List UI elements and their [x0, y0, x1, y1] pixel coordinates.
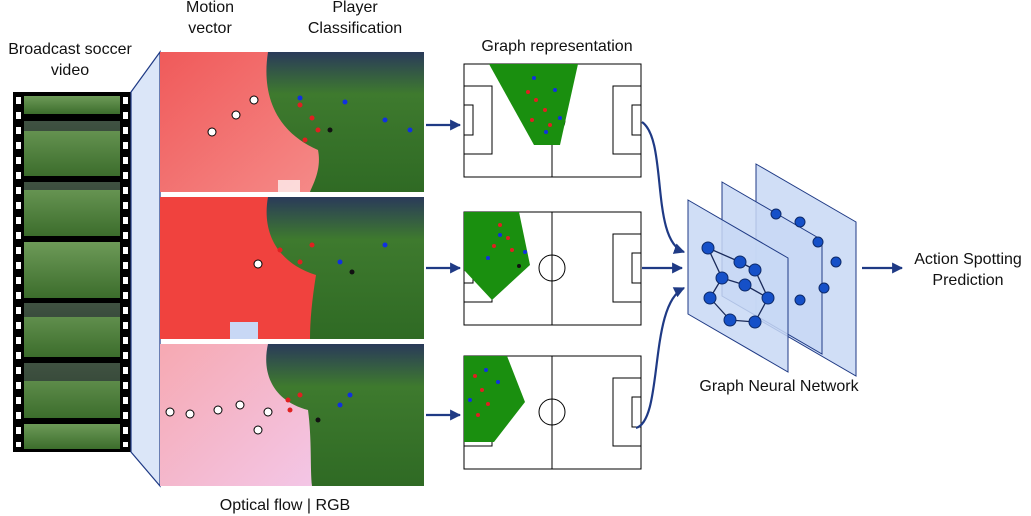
- zoom-connector: [130, 50, 161, 488]
- graph-representation-label: Graph representation: [481, 38, 633, 55]
- film-strip: [13, 92, 131, 452]
- player-classification-label: Player Classification: [307, 0, 403, 37]
- pitch-graph-3: [463, 355, 642, 470]
- motion-vector-label: Motion vector: [185, 0, 235, 37]
- gnn-stack: [687, 163, 857, 377]
- arrows: [426, 119, 904, 430]
- optical-flow-rgb-label: Optical flow | RGB: [219, 497, 351, 514]
- pitch-graph-2: [463, 211, 642, 326]
- frame-2: [160, 197, 424, 339]
- input-video-label: Broadcast soccer video: [8, 41, 132, 79]
- output-label: Action Spotting Prediction: [914, 251, 1022, 289]
- frame-1: [160, 52, 424, 192]
- pitch-graph-1: [463, 63, 642, 178]
- frame-3: [160, 344, 424, 486]
- gnn-label: Graph Neural Network: [699, 378, 859, 395]
